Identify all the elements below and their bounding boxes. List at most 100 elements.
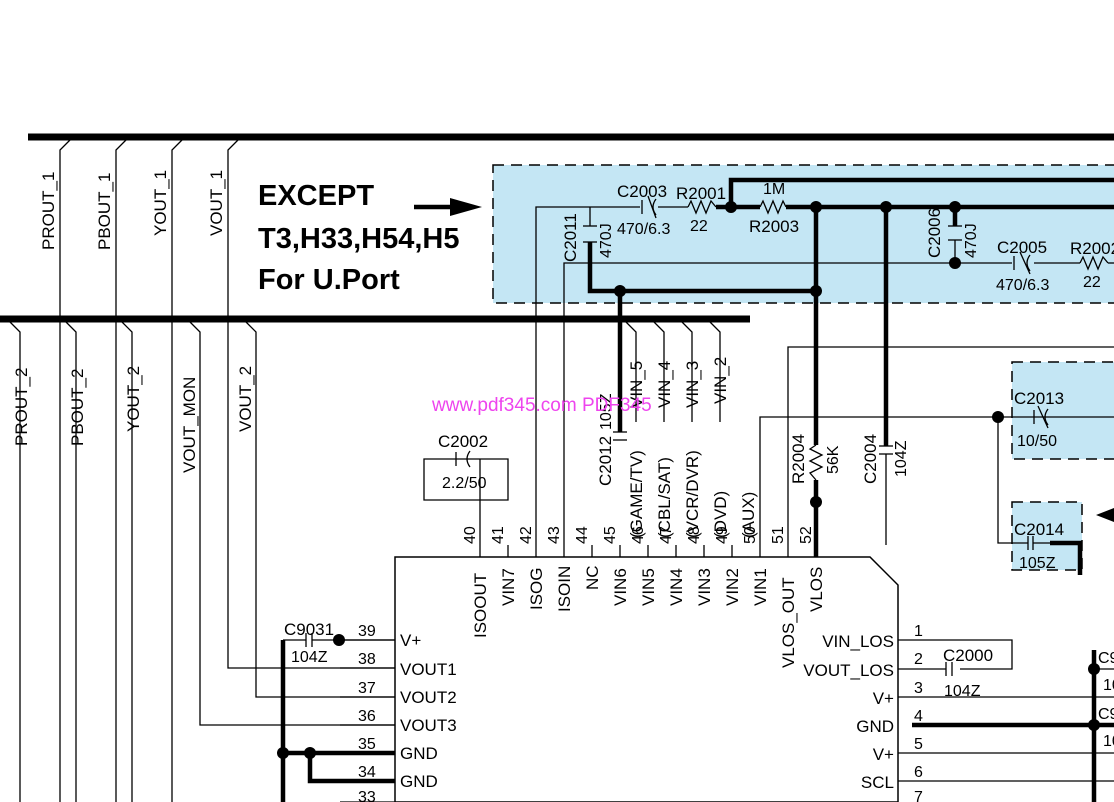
net-label-aux: (AUX) (739, 492, 758, 538)
val-r2003: 1M (763, 181, 785, 198)
pin-number: 38 (358, 651, 376, 668)
wire-label-vin-2: VIN_2 (711, 357, 730, 404)
pin-number: 43 (546, 526, 563, 544)
pin-number: 34 (358, 764, 376, 781)
val-c2002: 2.2/50 (442, 475, 487, 492)
pin-name: VIN_LOS (822, 632, 894, 651)
pin-number: 42 (518, 526, 535, 544)
note-line-1: EXCEPT (258, 180, 374, 212)
ref-r2003: R2003 (749, 217, 799, 236)
pin-number: 7 (914, 789, 923, 802)
pin-number: 47 (658, 526, 675, 544)
pin-number: 51 (770, 526, 787, 544)
pin-name: VLOS_OUT (779, 577, 798, 668)
ic-body (394, 556, 899, 802)
note-arrow (414, 198, 482, 216)
bus-label-vout-2: VOUT_2 (236, 366, 255, 432)
ref-c9031: C9031 (284, 620, 334, 639)
val-r2002: 22 (1083, 274, 1101, 291)
ref-c2014: C2014 (1014, 520, 1064, 539)
resistor-symbols (687, 199, 1109, 481)
pin-number: 41 (490, 526, 507, 544)
ic-right-pin-stubs (898, 639, 1114, 782)
ic-left-pin-numbers: 39 38 37 36 35 34 33 (358, 623, 376, 802)
bus-label-pbout-1: PBOUT_1 (95, 173, 114, 250)
ref-r2001: R2001 (676, 184, 726, 203)
pin-number: 6 (914, 764, 923, 781)
bus-label-yout-2: YOUT_2 (124, 366, 143, 432)
ref-c2003: C2003 (617, 182, 667, 201)
pin-number: 44 (574, 526, 591, 544)
pin-number: 36 (358, 708, 376, 725)
edge-label: C9 (1098, 706, 1114, 723)
pin-number: 40 (462, 526, 479, 544)
val-c2000: 104Z (944, 683, 981, 700)
vin-wire-labels: VIN_5 VIN_4 VIN_3 VIN_2 (627, 357, 730, 408)
pin-name: GND (400, 772, 438, 791)
ref-c2002: C2002 (438, 432, 488, 451)
ref-c2000: C2000 (943, 646, 993, 665)
pin-number: 5 (914, 736, 923, 753)
ic-top-pin-stubs (479, 545, 817, 557)
note-line-2: T3,H33,H54,H5 (258, 223, 460, 255)
edge-label: 10 (1103, 677, 1114, 694)
pin-name: V+ (873, 689, 894, 708)
ref-r2004: R2004 (789, 434, 808, 484)
pin-number: 1 (914, 623, 923, 640)
pin-name: VIN6 (611, 568, 630, 606)
highlight-region-c2014 (1011, 501, 1083, 571)
val-r2004: 56K (825, 445, 842, 474)
ic-top-pin-names: ISOOUT VIN7 ISOG ISOIN NC VIN6 VIN5 VIN4… (471, 565, 826, 668)
val-c2012: 105Z (598, 393, 615, 430)
thick-wires (280, 177, 1114, 802)
ic-right-pin-names: VIN_LOS VOUT_LOS V+ GND V+ SCL (803, 632, 894, 792)
pin-name: VLOS (807, 567, 826, 612)
pin-name: ISOOUT (471, 573, 490, 638)
component-labels: C2003 470/6.3 R2001 22 1M R2003 C2011 47… (284, 181, 1114, 700)
pin-name: VIN1 (751, 568, 770, 606)
ref-c2006: C2006 (925, 208, 944, 258)
pin-number: 33 (358, 789, 376, 802)
ic-top-pin-numbers: 40 41 42 43 44 45 46 47 48 49 50 51 52 (462, 526, 815, 544)
val-c2003: 470/6.3 (617, 221, 670, 238)
wire-label-vin-4: VIN_4 (655, 361, 674, 408)
pin-name: NC (583, 565, 602, 590)
pin-number: 39 (358, 623, 376, 640)
edge-labels: C9 10 C9 10 (1096, 508, 1114, 750)
top-bus-drops (59, 139, 395, 802)
val-c2005: 470/6.3 (996, 277, 1049, 294)
ref-c2004: C2004 (861, 434, 880, 484)
highlight-region-c2013 (1011, 361, 1114, 460)
wire-label-vin-5: VIN_5 (627, 361, 646, 408)
ic-right-pin-numbers: 1 2 3 4 5 6 7 (914, 623, 923, 802)
edge-label: 10 (1103, 733, 1114, 750)
ref-c2013: C2013 (1014, 389, 1064, 408)
pin-number: 48 (686, 526, 703, 544)
ref-c2005: C2005 (997, 238, 1047, 257)
pin-name: VIN4 (667, 568, 686, 606)
pin-number: 50 (742, 526, 759, 544)
pin-number: 37 (358, 680, 376, 697)
bus-label-prout-2: PROUT_2 (12, 368, 31, 446)
except-note: EXCEPT T3,H33,H54,H5 For U.Port (258, 180, 460, 296)
ic-left-pin-stubs (339, 639, 395, 802)
pin-number: 49 (714, 526, 731, 544)
pin-name: V+ (400, 631, 421, 650)
pin-name: ISOG (527, 567, 546, 610)
edge-label: C9 (1098, 650, 1114, 667)
bus-label-prout-1: PROUT_1 (39, 172, 58, 250)
val-c9031: 104Z (291, 649, 328, 666)
pin-name: GND (400, 744, 438, 763)
bus-label-vout-mon: VOUT_MON (180, 377, 199, 473)
vin-net-labels: (GAME/TV) (CBL/SAT) (VCR/DVR) (DVD) (AUX… (627, 450, 758, 538)
ref-c2011: C2011 (561, 213, 580, 262)
val-c2011: 470J (598, 223, 615, 258)
net-label-game-tv: (GAME/TV) (627, 450, 646, 538)
pin-name: VOUT2 (400, 688, 457, 707)
pin-name: VIN3 (695, 568, 714, 606)
highlight-region-main (492, 164, 1114, 304)
watermark: www.pdf345.com PDF345 (431, 395, 652, 416)
pin-name: VIN5 (639, 568, 658, 606)
